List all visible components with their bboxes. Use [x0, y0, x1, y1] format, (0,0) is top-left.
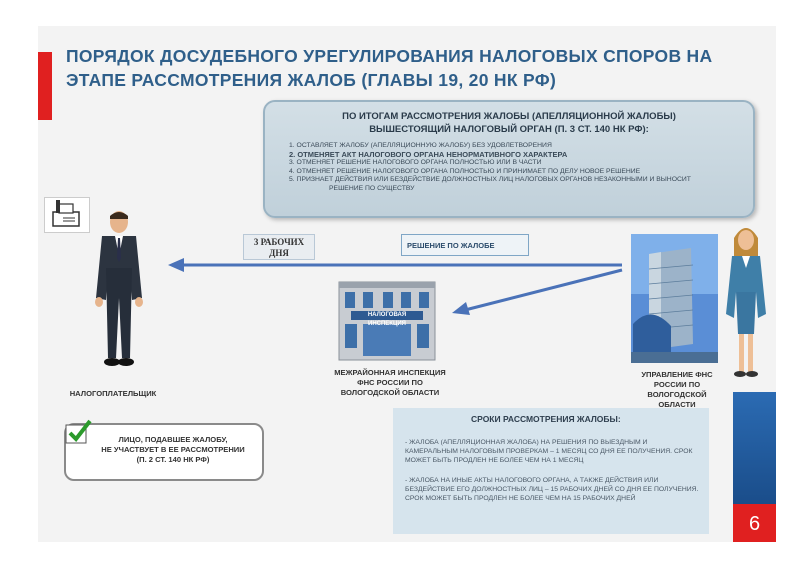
taxpayer-label: НАЛОГОПЛАТЕЛЬЩИК — [69, 389, 157, 398]
deadline-paragraph-1: - ЖАЛОБА (АПЕЛЛЯЦИОННАЯ ЖАЛОБА) НА РЕШЕН… — [405, 439, 693, 464]
outcome-item: РЕШЕНИЕ ПО СУЩЕСТВУ — [329, 184, 415, 192]
deadline-paragraph-2: - ЖАЛОБА НА ИНЫЕ АКТЫ НАЛОГОВОГО ОРГАНА,… — [405, 477, 699, 502]
note-line-3: (П. 2 СТ. 140 НК РФ) — [136, 455, 210, 464]
building-sign: НАЛОГОВАЯ ИНСПЕКЦИЯ — [367, 312, 407, 327]
outcomes-list: 1. ОСТАВЛЯЕТ ЖАЛОБУ (АПЕЛЛЯЦИОННУЮ ЖАЛОБ… — [289, 142, 753, 194]
department-building-photo — [631, 234, 718, 363]
inspection-label: МЕЖРАЙОННАЯ ИНСПЕКЦИЯ ФНС РОССИИ ПО ВОЛО… — [334, 368, 446, 397]
checkmark-icon — [65, 419, 92, 444]
title-line-2: ЭТАПЕ РАССМОТРЕНИЯ ЖАЛОБ (ГЛАВЫ 19, 20 Н… — [66, 70, 557, 90]
outcomes-heading-line-2: ВЫШЕСТОЯЩИЙ НАЛОГОВЫЙ ОРГАН (П. 3 СТ. 14… — [369, 124, 649, 135]
tax-inspection-building — [338, 281, 436, 361]
fax-icon — [44, 197, 90, 233]
deadlines-box: СРОКИ РАССМОТРЕНИЯ ЖАЛОБЫ: - ЖАЛОБА (АПЕ… — [393, 408, 709, 534]
outcome-item: 2. ОТМЕНЯЕТ АКТ НАЛОГОВОГО ОРГАНА НЕНОРМ… — [289, 149, 568, 159]
outcomes-heading-line-1: ПО ИТОГАМ РАССМОТРЕНИЯ ЖАЛОБЫ (АПЕЛЛЯЦИО… — [342, 111, 676, 122]
outcomes-box: ПО ИТОГАМ РАССМОТРЕНИЯ ЖАЛОБЫ (АПЕЛЛЯЦИО… — [263, 100, 755, 218]
deadline-label: 3 РАБОЧИХ ДНЯ — [243, 234, 315, 260]
title-line-1: ПОРЯДОК ДОСУДЕБНОГО УРЕГУЛИРОВАНИЯ НАЛОГ… — [66, 46, 713, 66]
page-title: ПОРЯДОК ДОСУДЕБНОГО УРЕГУЛИРОВАНИЯ НАЛОГ… — [66, 44, 716, 92]
right-accent-bar — [733, 392, 776, 504]
outcome-item: 3. ОТМЕНЯЕТ РЕШЕНИЕ НАЛОГОВОГО ОРГАНА ПО… — [289, 159, 542, 167]
official-figure — [726, 228, 766, 377]
note-line-1: ЛИЦО, ПОДАВШЕЕ ЖАЛОБУ, — [118, 435, 228, 444]
non-participation-note: ЛИЦО, ПОДАВШЕЕ ЖАЛОБУ, НЕ УЧАСТВУЕТ В ЕЕ… — [64, 419, 264, 481]
deadlines-heading: СРОКИ РАССМОТРЕНИЯ ЖАЛОБЫ: — [471, 414, 621, 424]
decision-label: РЕШЕНИЕ ПО ЖАЛОБЕ — [401, 234, 529, 256]
left-accent-bar — [38, 52, 52, 120]
taxpayer-figure — [95, 211, 143, 366]
note-line-2: НЕ УЧАСТВУЕТ В ЕЕ РАССМОТРЕНИИ — [101, 445, 245, 454]
flow-arrows — [168, 258, 623, 315]
outcomes-heading: ПО ИТОГАМ РАССМОТРЕНИЯ ЖАЛОБЫ (АПЕЛЛЯЦИО… — [265, 110, 753, 136]
outcome-item: 1. ОСТАВЛЯЕТ ЖАЛОБУ (АПЕЛЛЯЦИОННУЮ ЖАЛОБ… — [289, 142, 552, 149]
department-label: УПРАВЛЕНИЕ ФНС РОССИИ ПО ВОЛОГОДСКОЙ ОБЛ… — [641, 370, 713, 409]
page-number: 6 — [733, 504, 776, 542]
outcome-item: 5. ПРИЗНАЕТ ДЕЙСТВИЯ ИЛИ БЕЗДЕЙСТВИЕ ДОЛ… — [289, 176, 691, 184]
outcome-item: 4. ОТМЕНЯЕТ РЕШЕНИЕ НАЛОГОВОГО ОРГАНА ПО… — [289, 167, 641, 175]
